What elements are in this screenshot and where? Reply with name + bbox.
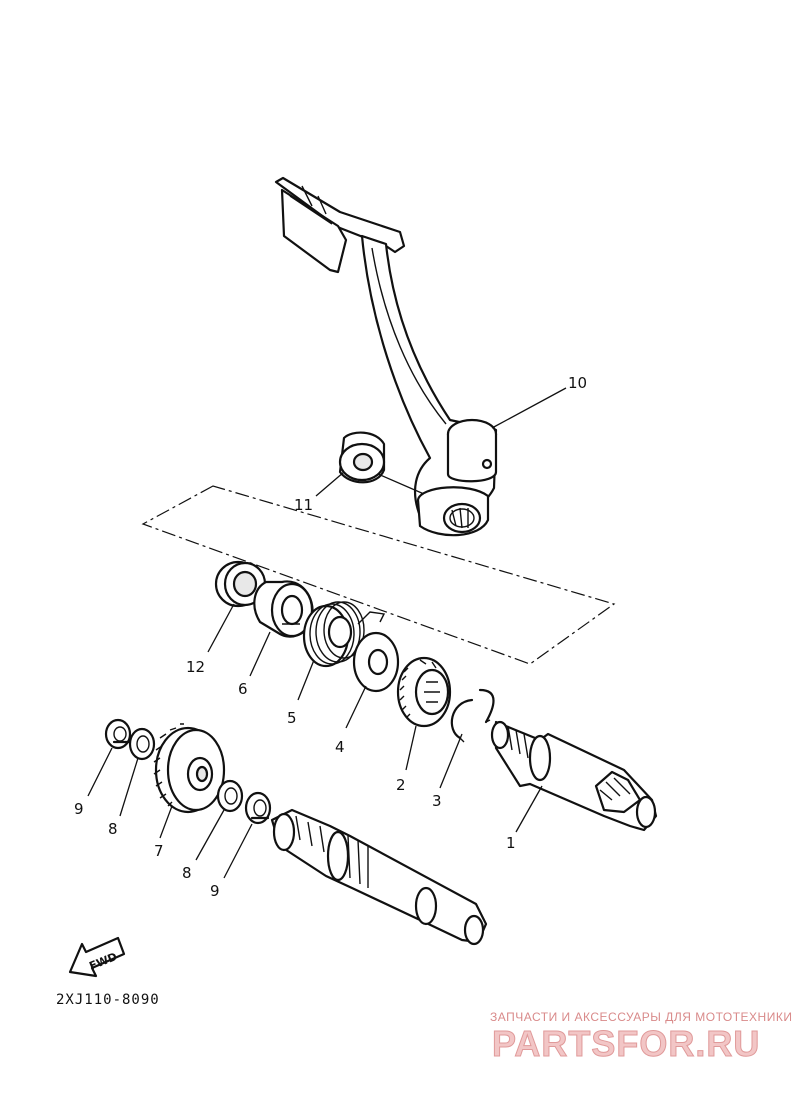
callout-11: 11 <box>294 496 313 514</box>
leader-lines <box>87 387 567 879</box>
circlip-3 <box>450 688 495 743</box>
oil-seal-12 <box>214 560 267 608</box>
washer-4 <box>352 631 400 693</box>
watermark-logo: PARTSFOR.RU <box>492 1023 760 1064</box>
callout-2: 2 <box>396 776 406 794</box>
circlip-9-left <box>104 718 132 750</box>
callout-10: 10 <box>568 374 587 392</box>
callout-8-left: 8 <box>108 820 118 838</box>
washer-8-right <box>216 779 244 813</box>
callout-5: 5 <box>287 709 297 727</box>
kick-crank-lever <box>274 176 498 537</box>
callout-1: 1 <box>506 834 516 852</box>
spring-guide-6 <box>253 580 314 638</box>
ratchet-wheel-2 <box>396 656 452 728</box>
callout-7: 7 <box>154 842 164 860</box>
circlip-9-right <box>244 791 272 825</box>
callout-8-right: 8 <box>182 864 192 882</box>
torsion-spring-5 <box>302 601 386 668</box>
callout-3: 3 <box>432 792 442 810</box>
callout-9-right: 9 <box>210 882 220 900</box>
callout-12: 12 <box>186 658 205 676</box>
callout-4: 4 <box>335 738 345 756</box>
watermark-tagline: ЗАПЧАСТИ И АКСЕССУАРЫ ДЛЯ МОТОТЕХНИКИ <box>490 1010 792 1024</box>
fwd-arrow-icon: FWD <box>68 936 126 978</box>
washer-8-left <box>128 727 156 761</box>
kick-idle-gear-7 <box>153 723 226 814</box>
diagram-code: 2XJ110-8090 <box>56 992 160 1008</box>
idle-gear-shaft <box>270 808 488 946</box>
callout-6: 6 <box>238 680 248 698</box>
oil-seal-11 <box>338 431 386 484</box>
kick-axle-1 <box>490 720 658 832</box>
callout-9-left: 9 <box>74 800 84 818</box>
assembly-plane-outline <box>141 485 616 665</box>
